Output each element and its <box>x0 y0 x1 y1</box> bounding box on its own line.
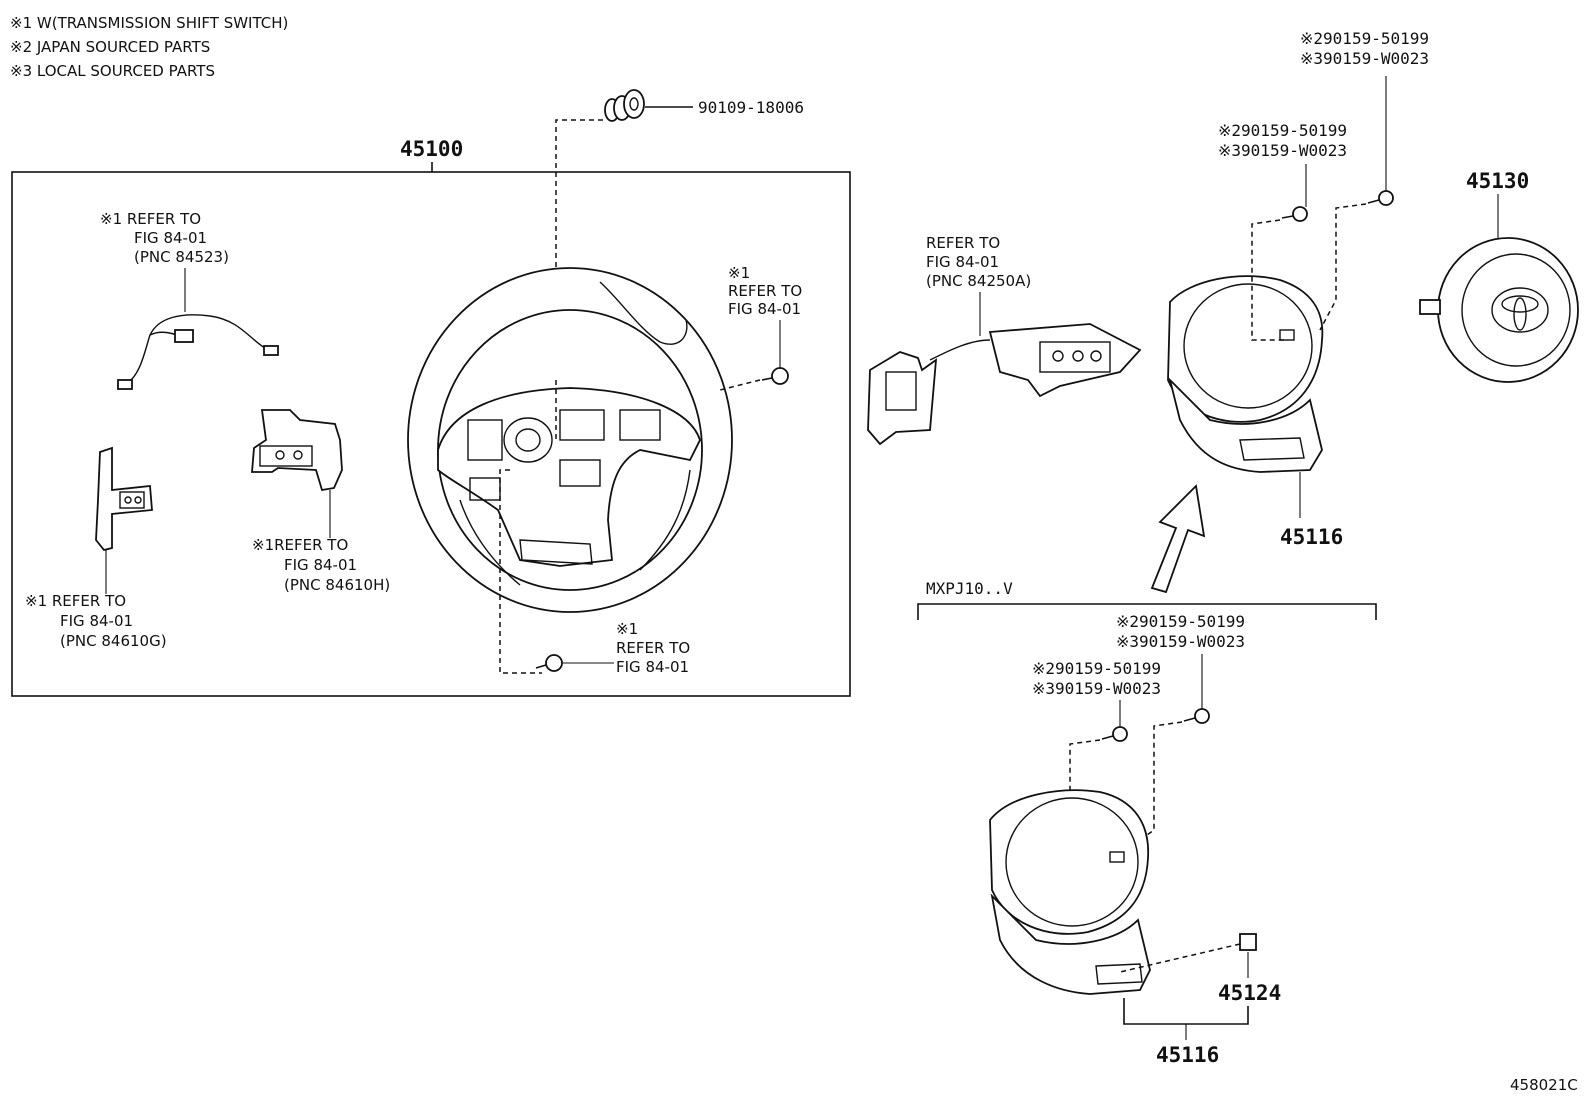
screw-bottom-right-line2[interactable]: ※390159-W0023 <box>1116 632 1245 651</box>
part-number-45100[interactable]: 45100 <box>400 137 463 161</box>
screw-bottom-mid-line2[interactable]: ※390159-W0023 <box>1032 679 1161 698</box>
ref-wire-line2: FIG 84-01 <box>134 229 207 247</box>
part-number-45116-lower[interactable]: 45116 <box>1156 1043 1219 1067</box>
ref-switch-left-line3: (PNC 84610G) <box>60 632 167 650</box>
note-2: ※2 JAPAN SOURCED PARTS <box>10 38 210 56</box>
screw-bottom-right-icon <box>1183 708 1210 724</box>
wire-harness-icon <box>117 314 279 390</box>
steering-wheel-icon <box>407 267 733 613</box>
part-number-45124[interactable]: 45124 <box>1218 981 1281 1005</box>
ref-wire-line1: ※1 REFER TO <box>100 210 201 228</box>
figure-id: 458021C <box>1510 1076 1578 1094</box>
note-3: ※3 LOCAL SOURCED PARTS <box>10 62 215 80</box>
screw-top-mid-line2[interactable]: ※390159-W0023 <box>1218 141 1347 160</box>
screw-top-right-line2[interactable]: ※390159-W0023 <box>1300 49 1429 68</box>
steering-cover-lower-icon <box>989 789 1151 995</box>
ref-switch-right-line2: FIG 84-01 <box>926 253 999 271</box>
nut-icon <box>604 89 645 122</box>
ref-screw-lower-line3: FIG 84-01 <box>616 658 689 676</box>
screw-upper-icon <box>761 367 789 385</box>
variant-label: MXPJ10..V <box>926 579 1013 598</box>
emblem-icon <box>1239 933 1257 951</box>
part-number-45130[interactable]: 45130 <box>1466 169 1529 193</box>
ref-switch-left-line2: FIG 84-01 <box>60 612 133 630</box>
screw-bottom-mid-icon <box>1101 726 1128 742</box>
screw-lower-icon <box>535 654 563 672</box>
ref-switch-mid-line2: FIG 84-01 <box>284 556 357 574</box>
screw-top-right-line1[interactable]: ※290159-50199 <box>1300 29 1429 48</box>
ref-screw-upper-line2: REFER TO <box>728 282 802 300</box>
ref-wire-line3: (PNC 84523) <box>134 248 229 266</box>
ref-switch-right-line3: (PNC 84250A) <box>926 272 1031 290</box>
screw-bottom-right-line1[interactable]: ※290159-50199 <box>1116 612 1245 631</box>
ref-switch-mid-line1: ※1REFER TO <box>252 536 348 554</box>
part-number-45116-upper[interactable]: 45116 <box>1280 525 1343 549</box>
paddle-switch-mid-icon <box>251 409 343 492</box>
note-1: ※1 W(TRANSMISSION SHIFT SWITCH) <box>10 14 288 32</box>
steering-wheel-assembly-frame <box>11 171 851 697</box>
ref-switch-mid-line3: (PNC 84610H) <box>284 576 390 594</box>
screw-top-right-icon <box>1367 190 1394 206</box>
ref-switch-left-line1: ※1 REFER TO <box>25 592 126 610</box>
steering-switch-right-icon <box>867 323 1142 446</box>
ref-switch-right-line1: REFER TO <box>926 234 1000 252</box>
part-number-90109-18006[interactable]: 90109-18006 <box>698 98 804 117</box>
screw-bottom-mid-line1[interactable]: ※290159-50199 <box>1032 659 1161 678</box>
assembly-arrow-icon <box>1150 484 1206 594</box>
ref-screw-lower-line1: ※1 <box>616 620 638 638</box>
paddle-switch-left-icon <box>95 446 153 552</box>
steering-cover-upper-icon <box>1167 275 1324 473</box>
screw-top-mid-line1[interactable]: ※290159-50199 <box>1218 121 1347 140</box>
ref-screw-upper-line1: ※1 <box>728 264 750 282</box>
airbag-pad-icon <box>1419 237 1579 383</box>
ref-screw-lower-line2: REFER TO <box>616 639 690 657</box>
ref-screw-upper-line3: FIG 84-01 <box>728 300 801 318</box>
screw-top-mid-icon <box>1281 206 1308 222</box>
